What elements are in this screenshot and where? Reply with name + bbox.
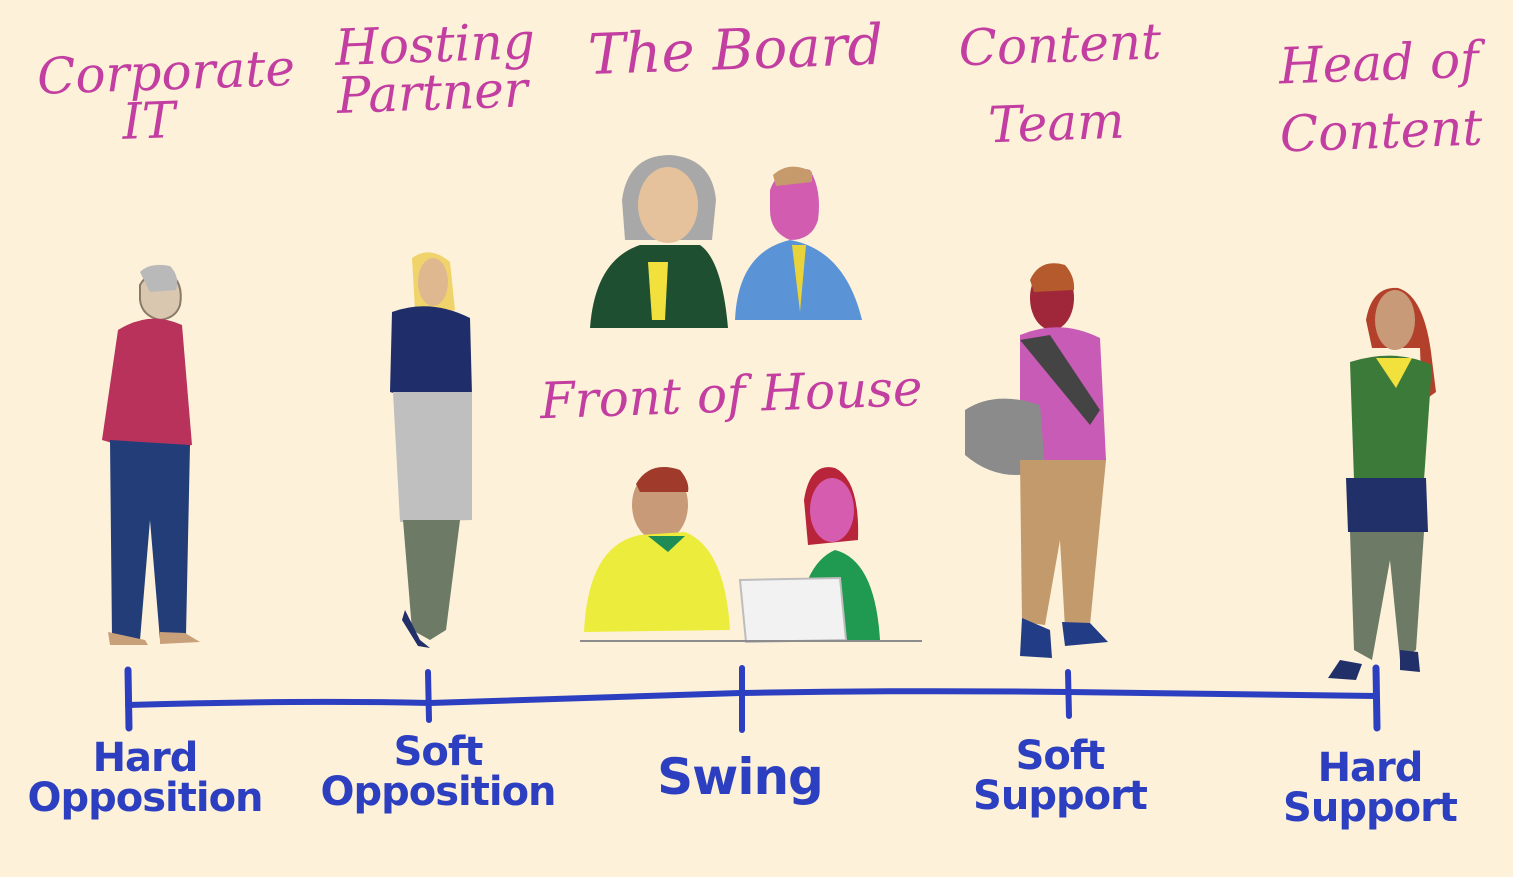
group-label-line: Content: [1278, 97, 1484, 163]
tick-label-line: Swing: [657, 748, 824, 806]
tick-label-line: Opposition: [27, 775, 263, 821]
tick-label-line: Soft: [393, 729, 484, 775]
group-label-head-of-content: Head of Content: [1248, 30, 1512, 163]
group-label-front-of-house: Front of House: [539, 358, 924, 431]
group-label-hosting-partner: Hosting Partner: [334, 12, 536, 125]
group-label-line: Front of House: [539, 358, 924, 431]
group-label-line: Content: [957, 12, 1163, 78]
group-label-content-team: Content Team: [957, 12, 1163, 154]
tick-label-line: Opposition: [320, 769, 556, 815]
people-the-board: [590, 155, 862, 328]
tick-label-soft-opposition: Soft Opposition: [318, 732, 558, 812]
tick-label-line: Hard: [92, 735, 199, 781]
group-label-the-board: The Board: [586, 12, 885, 89]
person-corporate-it: [102, 264, 200, 645]
person-content-team: [965, 263, 1108, 658]
group-label-line: The Board: [586, 12, 885, 89]
tick-label-swing: Swing: [620, 752, 860, 802]
support-scale: [124, 664, 1381, 733]
tick-label-line: Support: [973, 773, 1148, 819]
tick-label-line: Soft: [1015, 733, 1106, 779]
tick-label-hard-support: Hard Support: [1250, 748, 1490, 828]
group-label-line: Head of: [1278, 30, 1480, 96]
group-label-line: Partner: [335, 59, 529, 125]
tick-label-hard-opposition: Hard Opposition: [10, 738, 280, 818]
tick-label-line: Hard: [1317, 745, 1424, 791]
person-head-of-content: [1328, 287, 1436, 680]
group-label-line: Team: [987, 91, 1126, 154]
tick-label-soft-support: Soft Support: [950, 736, 1170, 816]
person-hosting-partner: [390, 252, 472, 648]
tick-label-line: Support: [1283, 785, 1458, 831]
people-front-of-house: [580, 467, 922, 644]
group-label-corporate-it: Corporate IT: [36, 39, 296, 151]
